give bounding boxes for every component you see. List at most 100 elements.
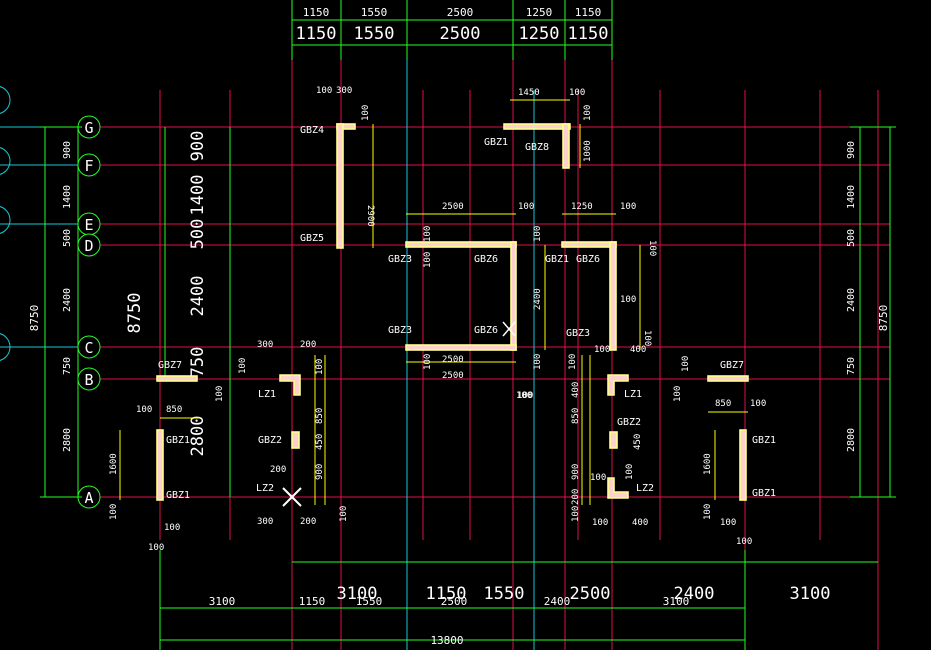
column-lz1[interactable] [607, 374, 629, 396]
axis-bubble[interactable]: B [77, 367, 101, 391]
dim-text: 100 [620, 295, 636, 305]
dim-text: 1150 [568, 24, 609, 44]
wall-label: LZ1 [624, 389, 642, 400]
wall-segment[interactable] [561, 241, 617, 248]
dim-text: 100 [583, 105, 593, 121]
wall-segment[interactable] [156, 429, 164, 501]
dim-text: 100 [533, 226, 543, 242]
dim-text: 1250 [519, 24, 560, 44]
dim-text: 100 [423, 252, 433, 268]
dim-text: 500 [188, 219, 208, 250]
dim-text: 8750 [877, 305, 890, 332]
wall-label: GBZ3 [388, 325, 412, 336]
top-dimensions: 1150 1550 2500 1250 1150 1150 1550 2500 … [291, 0, 613, 60]
wall-segment[interactable] [707, 375, 749, 382]
dim-text: 300 [336, 86, 352, 96]
dim-text: 100 [703, 504, 713, 520]
dim-text: 100 [720, 518, 736, 528]
dim-text: 750 [62, 357, 73, 375]
dim-text: 100 [590, 473, 606, 483]
dim-text: 100 [339, 506, 349, 522]
dim-text: 900 [315, 464, 325, 480]
dim-text: 100 [620, 202, 636, 212]
dim-text: 850 [715, 399, 731, 409]
dim-text: 1250 [571, 202, 593, 212]
dim-text: 900 [62, 141, 73, 159]
wall-label: LZ1 [258, 389, 276, 400]
dim-text: 100 [518, 202, 534, 212]
wall-segment[interactable] [336, 123, 344, 249]
dim-text: 1000 [583, 140, 593, 162]
dim-text: 1400 [62, 185, 73, 209]
dim-text: 200 [571, 489, 581, 505]
dim-text: 100 [571, 506, 581, 522]
wall-segment[interactable] [503, 123, 571, 130]
axis-bubble[interactable]: E [77, 212, 101, 236]
axis-bubble[interactable]: F [77, 153, 101, 177]
dim-text: 1400 [846, 185, 857, 209]
dim-text: 100 [361, 105, 371, 121]
wall-segment[interactable] [562, 123, 570, 169]
dim-text: 100 [681, 356, 691, 372]
wall-label: GBZ6 [576, 254, 600, 265]
dim-text: 100 [568, 354, 578, 370]
axis-label: A [84, 489, 93, 507]
dim-text: 13800 [430, 634, 463, 647]
dim-text: 1150 [303, 6, 330, 19]
column-gbz2[interactable] [291, 431, 300, 449]
wall-label: GBZ1 [752, 488, 776, 499]
dim-text: 100 [736, 537, 752, 547]
wall-label: LZ2 [636, 483, 654, 494]
dim-text: 100 [594, 345, 610, 355]
dim-text: 1550 [484, 584, 525, 604]
wall-labels: GBZ4 GBZ5 GBZ1 GBZ8 GBZ3 GBZ6 GBZ1 GBZ6 … [158, 125, 776, 501]
dim-text: 100 [109, 504, 119, 520]
dim-text: 2400 [846, 288, 857, 312]
wall-segment[interactable] [405, 344, 517, 351]
dim-text: 2500 [442, 202, 464, 212]
dim-text: 3100 [790, 584, 831, 604]
dim-text: 100 [316, 86, 332, 96]
dim-text: 100 [517, 391, 533, 401]
dim-text: 2400 [62, 288, 73, 312]
dim-text: 1600 [703, 453, 713, 475]
dim-text: 3100 [209, 595, 236, 608]
dim-text: 500 [62, 229, 73, 247]
dim-text: 400 [571, 382, 581, 398]
wall-segment[interactable] [609, 241, 617, 351]
left-dimensions: 900 1400 500 2400 750 2800 8750 900 1400… [28, 126, 231, 498]
dim-text: 100 [642, 330, 652, 346]
wall-label: GBZ1 [752, 435, 776, 446]
dim-text: 2400 [544, 595, 571, 608]
wall-label: GBZ7 [720, 360, 744, 371]
dim-text: 850 [315, 408, 325, 424]
dim-text: 300 [257, 340, 273, 350]
dim-text: 100 [315, 359, 325, 375]
wall-label: GBZ5 [300, 233, 324, 244]
dim-text: 1450 [518, 88, 540, 98]
dim-text: 2500 [447, 6, 474, 19]
dim-text: 2500 [442, 371, 464, 381]
dim-text: 100 [592, 518, 608, 528]
wall-label: GBZ6 [474, 325, 498, 336]
dim-text: 1150 [426, 584, 467, 604]
dim-text: 8750 [28, 305, 41, 332]
wall-segment[interactable] [156, 375, 198, 382]
wall-label: GBZ1 [166, 435, 190, 446]
dim-text: 8750 [125, 293, 145, 334]
axis-bubble[interactable]: C [77, 335, 101, 359]
wall-segment[interactable] [739, 429, 747, 501]
dim-text: 400 [632, 518, 648, 528]
axis-bubble[interactable]: D [77, 233, 101, 257]
dim-text: 850 [571, 408, 581, 424]
dim-text: 2800 [62, 428, 73, 452]
dim-text: 750 [188, 347, 208, 378]
column-lz1[interactable] [279, 374, 301, 396]
dim-text: 1150 [296, 24, 337, 44]
column-gbz2[interactable] [609, 431, 618, 449]
dim-text: 100 [423, 226, 433, 242]
dim-text: 1400 [188, 175, 208, 216]
dim-text: 1250 [526, 6, 553, 19]
column-lz2[interactable] [607, 477, 629, 499]
